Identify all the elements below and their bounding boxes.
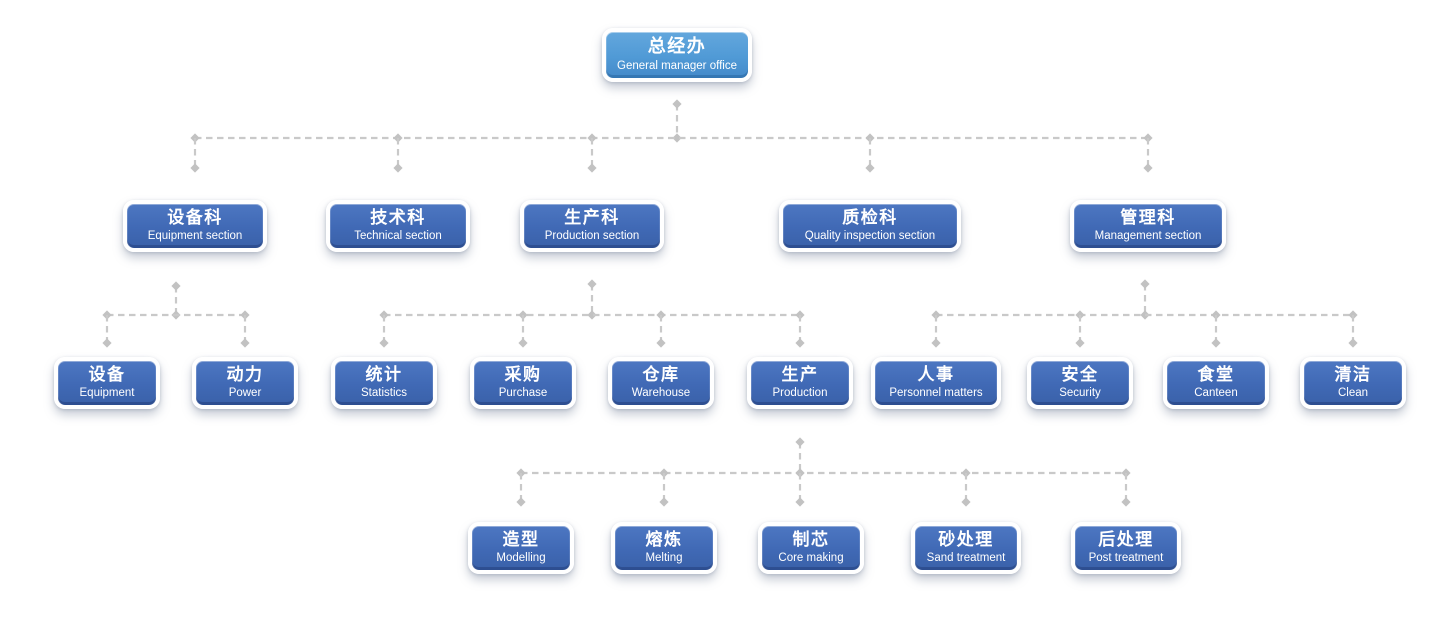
node-subtitle-en: Power — [228, 387, 262, 400]
node-title-zh: 动力 — [226, 364, 264, 384]
node-subtitle-en: Production — [772, 387, 828, 400]
node-title-zh: 清洁 — [1334, 364, 1372, 384]
node-subtitle-en: Core making — [778, 552, 844, 565]
org-node-sand-treatment: 砂处理 Sand treatment — [911, 522, 1021, 574]
org-node-technical-section: 技术科 Technical section — [326, 200, 470, 252]
node-subtitle-en: Management section — [1094, 230, 1202, 243]
org-node-purchase: 采购 Purchase — [470, 357, 576, 409]
node-title-zh: 生产科 — [564, 207, 620, 227]
org-node-modelling: 造型 Modelling — [468, 522, 574, 574]
node-title-zh: 造型 — [502, 529, 540, 549]
node-subtitle-en: Security — [1059, 387, 1101, 400]
node-title-zh: 管理科 — [1120, 207, 1176, 227]
node-subtitle-en: Technical section — [354, 230, 442, 243]
node-title-zh: 制芯 — [792, 529, 830, 549]
node-subtitle-en: Sand treatment — [926, 552, 1006, 565]
node-subtitle-en: Quality inspection section — [804, 230, 936, 243]
org-node-security: 安全 Security — [1027, 357, 1133, 409]
node-subtitle-en: Clean — [1337, 387, 1369, 400]
org-node-statistics: 统计 Statistics — [331, 357, 437, 409]
node-subtitle-en: Post treatment — [1088, 552, 1164, 565]
org-node-post-treatment: 后处理 Post treatment — [1071, 522, 1181, 574]
node-title-zh: 总经办 — [647, 36, 707, 57]
org-node-quality-inspection-section: 质检科 Quality inspection section — [779, 200, 961, 252]
node-subtitle-en: Equipment section — [147, 230, 243, 243]
node-subtitle-en: Statistics — [360, 387, 407, 400]
node-subtitle-en: Melting — [645, 552, 683, 565]
org-node-warehouse: 仓库 Warehouse — [608, 357, 714, 409]
node-subtitle-en: Warehouse — [631, 387, 691, 400]
node-title-zh: 安全 — [1061, 364, 1099, 384]
node-title-zh: 技术科 — [370, 207, 426, 227]
node-subtitle-en: Personnel matters — [889, 387, 983, 400]
node-title-zh: 后处理 — [1098, 529, 1154, 549]
node-subtitle-en: Equipment — [79, 387, 135, 400]
node-title-zh: 砂处理 — [938, 529, 994, 549]
node-subtitle-en: Canteen — [1194, 387, 1238, 400]
org-node-canteen: 食堂 Canteen — [1163, 357, 1269, 409]
org-node-production: 生产 Production — [747, 357, 853, 409]
node-subtitle-en: Purchase — [498, 387, 548, 400]
node-title-zh: 熔炼 — [645, 529, 683, 549]
node-subtitle-en: Production section — [544, 230, 640, 243]
node-title-zh: 生产 — [781, 364, 819, 384]
node-subtitle-en: General manager office — [617, 59, 737, 72]
node-title-zh: 质检科 — [842, 207, 898, 227]
org-node-general-manager-office: 总经办 General manager office — [602, 28, 752, 82]
node-title-zh: 设备 — [88, 364, 126, 384]
org-node-power: 动力 Power — [192, 357, 298, 409]
org-node-core-making: 制芯 Core making — [758, 522, 864, 574]
node-title-zh: 食堂 — [1197, 364, 1235, 384]
org-node-clean: 清洁 Clean — [1300, 357, 1406, 409]
org-node-equipment-section: 设备科 Equipment section — [123, 200, 267, 252]
node-title-zh: 仓库 — [642, 364, 680, 384]
org-node-management-section: 管理科 Management section — [1070, 200, 1226, 252]
org-node-equipment: 设备 Equipment — [54, 357, 160, 409]
org-node-production-section: 生产科 Production section — [520, 200, 664, 252]
node-title-zh: 统计 — [365, 364, 403, 384]
node-title-zh: 人事 — [917, 364, 955, 384]
node-title-zh: 采购 — [504, 364, 542, 384]
org-node-personnel-matters: 人事 Personnel matters — [871, 357, 1001, 409]
node-subtitle-en: Modelling — [496, 552, 546, 565]
node-title-zh: 设备科 — [167, 207, 223, 227]
org-node-melting: 熔炼 Melting — [611, 522, 717, 574]
